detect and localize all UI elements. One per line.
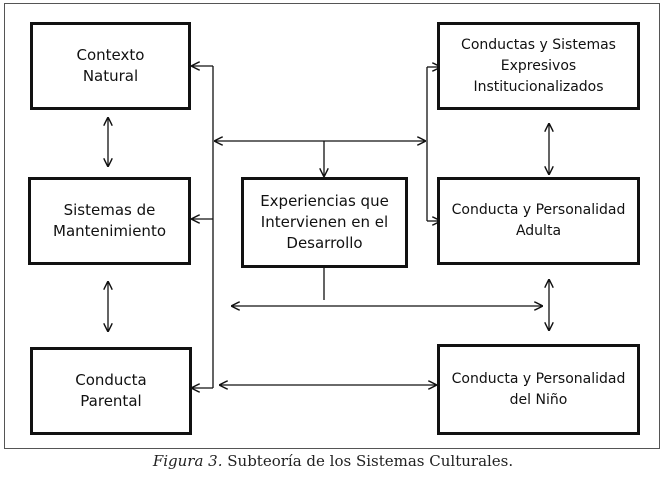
- box-conductas-expresivos: Conductas y Sistemas Expresivos Instituc…: [437, 22, 640, 110]
- figure-frame: [4, 3, 660, 449]
- figure-caption: Figura 3. Subteoría de los Sistemas Cult…: [0, 452, 666, 470]
- box-personalidad-nino: Conducta y Personalidad del Niño: [437, 344, 640, 435]
- box-sistemas-mantenimiento: Sistemas de Mantenimiento: [28, 177, 191, 265]
- box-conducta-parental: Conducta Parental: [30, 347, 192, 435]
- box-personalidad-adulta: Conducta y Personalidad Adulta: [437, 177, 640, 265]
- figure-label: Figura 3.: [152, 452, 223, 470]
- box-contexto-natural: Contexto Natural: [30, 22, 191, 110]
- box-experiencias-desarrollo: Experiencias que Intervienen en el Desar…: [241, 177, 408, 268]
- figure-caption-text: Subteoría de los Sistemas Culturales.: [222, 452, 514, 470]
